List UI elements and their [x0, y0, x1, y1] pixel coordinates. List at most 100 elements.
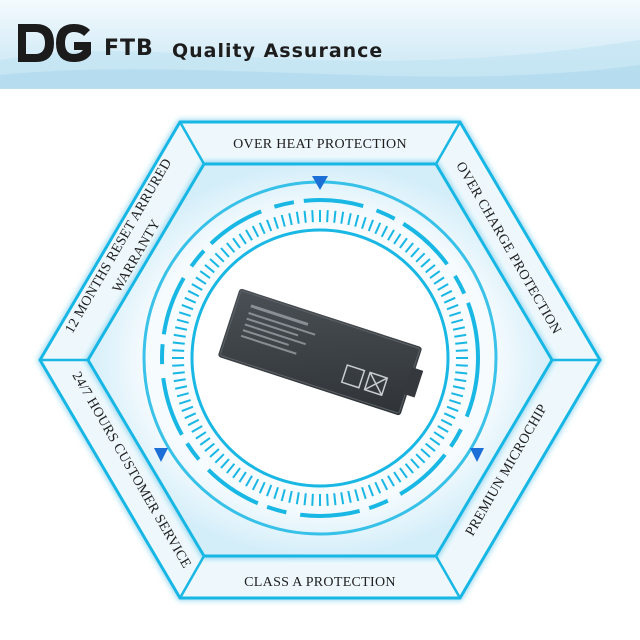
tick-mark [209, 448, 220, 458]
tick-mark [404, 242, 414, 253]
tick-mark [226, 242, 236, 253]
dg-logo-icon [18, 24, 91, 62]
tick-mark [454, 333, 467, 338]
arrow-right-icon [470, 448, 484, 462]
tick-mark [303, 493, 307, 506]
tick-mark [280, 489, 286, 502]
tick-mark [280, 214, 286, 227]
tick-mark [245, 475, 253, 487]
tick-mark [425, 442, 436, 452]
tick-mark [429, 270, 441, 279]
tick-mark [425, 264, 436, 274]
tick-mark [451, 318, 464, 324]
feature-label-top: OVER HEAT PROTECTION [233, 137, 407, 152]
tick-mark [393, 471, 402, 483]
tick-mark [238, 233, 247, 245]
tick-mark [214, 453, 225, 464]
tick-mark [452, 385, 465, 390]
tick-mark [455, 364, 468, 367]
tick-mark [333, 210, 337, 223]
tick-mark [361, 487, 367, 500]
tick-mark [172, 364, 185, 367]
tick-mark [184, 412, 197, 420]
tick-mark [204, 264, 215, 274]
tick-mark [333, 493, 337, 506]
tick-mark [311, 210, 314, 223]
feature-label-bottom: CLASS A PROTECTION [244, 575, 396, 590]
tick-mark [340, 211, 345, 224]
tick-mark [443, 412, 456, 420]
tick-mark [288, 213, 293, 226]
tick-mark [393, 233, 402, 245]
tick-mark [187, 418, 200, 427]
tick-mark [326, 210, 329, 223]
tick-mark [199, 437, 211, 446]
tick-mark [258, 481, 266, 494]
tick-mark [181, 304, 194, 311]
tick-mark [220, 247, 230, 258]
tick-mark [175, 326, 188, 331]
tick-mark [399, 467, 408, 479]
tick-mark [347, 213, 352, 226]
tick-mark [347, 490, 352, 503]
tick-mark [415, 453, 426, 464]
tick-mark [303, 210, 307, 223]
tick-mark [176, 392, 189, 398]
tick-mark [415, 252, 426, 263]
tick-mark [361, 216, 367, 229]
arrow-top-icon [312, 176, 328, 190]
tick-mark [191, 425, 203, 433]
tick-mark [429, 437, 441, 446]
tick-mark [175, 385, 188, 390]
tick-mark [172, 341, 185, 345]
header-banner: FTB Quality Assurance [0, 0, 640, 89]
tick-mark [178, 311, 191, 317]
tick-mark [172, 349, 185, 352]
tick-mark [232, 237, 241, 249]
tick-mark [258, 222, 266, 235]
tick-mark [266, 484, 273, 497]
tick-mark [340, 492, 345, 505]
tick-mark [440, 418, 453, 427]
tick-mark [452, 326, 465, 331]
tick-mark [387, 229, 395, 241]
tick-mark [440, 289, 453, 298]
tick-mark [288, 490, 293, 503]
tick-mark [195, 431, 207, 440]
recycle-icon [340, 364, 366, 389]
tick-mark [387, 475, 395, 487]
tick-mark [266, 219, 273, 232]
tick-mark [374, 481, 382, 494]
tick-mark [437, 425, 449, 433]
header-swoosh-decoration [0, 40, 640, 88]
tick-mark [455, 341, 468, 345]
tick-mark [420, 448, 431, 458]
hexagon-spokes [40, 121, 600, 599]
tick-mark [199, 270, 211, 279]
tick-mark [178, 399, 191, 405]
tick-mark [380, 478, 389, 491]
tick-mark [354, 214, 360, 227]
tick-mark [437, 283, 449, 291]
tick-mark [172, 371, 185, 375]
bin-icon [363, 371, 389, 397]
tick-mark [295, 492, 300, 505]
tick-mark [251, 225, 260, 238]
tick-mark [209, 258, 220, 268]
tick-mark [311, 493, 314, 506]
tick-mark [232, 467, 241, 479]
tick-mark [367, 484, 374, 497]
tick-mark [454, 378, 467, 383]
tick-mark [449, 399, 462, 405]
arrow-left-icon [154, 448, 168, 462]
tick-mark [455, 371, 468, 375]
tick-mark [251, 478, 260, 491]
tick-mark [446, 405, 459, 412]
tick-mark [273, 216, 279, 229]
battery-image [218, 288, 424, 416]
tick-mark [173, 378, 186, 383]
tick-mark [443, 296, 456, 304]
tick-mark [433, 431, 445, 440]
tick-mark [195, 276, 207, 285]
